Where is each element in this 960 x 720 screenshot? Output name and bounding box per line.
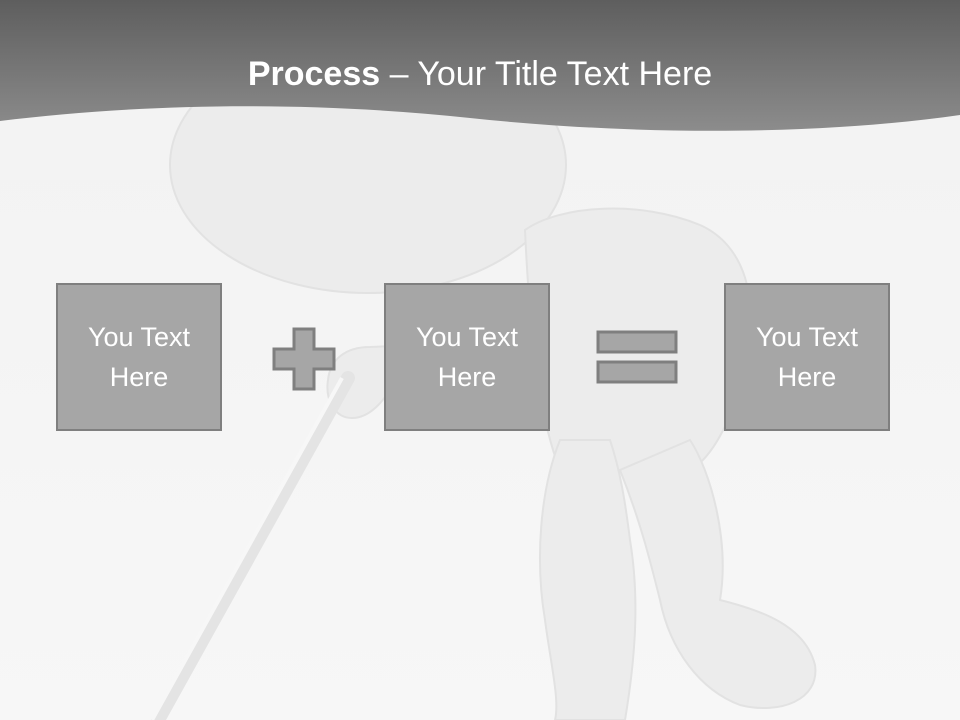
title-rest: – Your Title Text Here	[380, 55, 713, 93]
text-box-1-label: You Text Here	[87, 322, 191, 392]
text-box-2-label: You Text Here	[415, 322, 519, 392]
text-box-2: You Text Here	[384, 283, 550, 431]
plus-icon	[272, 327, 336, 391]
title-bold: Process	[247, 55, 381, 93]
text-box-1: You Text Here	[56, 283, 222, 431]
text-box-3: You Text Here	[724, 283, 890, 431]
header-band	[0, 0, 960, 131]
slide-title: Process – Your Title Text Here	[0, 52, 960, 96]
equals-icon	[596, 330, 678, 384]
text-box-3-label: You Text Here	[755, 322, 859, 392]
